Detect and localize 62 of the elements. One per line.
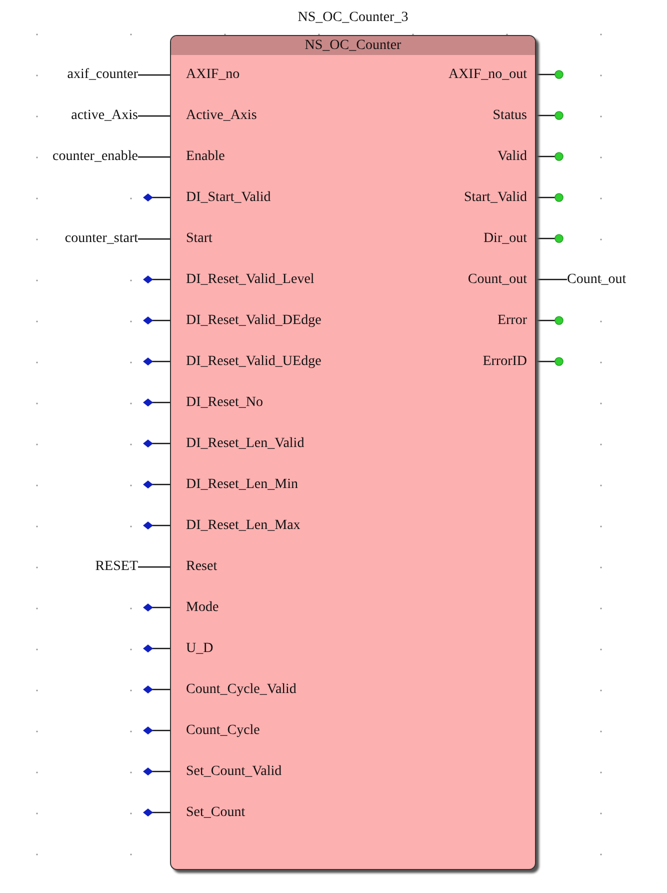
input-pin-label: Enable <box>171 148 225 166</box>
unconnected-output-wire <box>535 357 564 366</box>
input-pin-label: Start <box>171 230 212 248</box>
unconnected-input-wire <box>143 358 171 366</box>
variable-name: axif_counter <box>67 66 138 84</box>
unconnected-input-wire <box>143 726 171 734</box>
block-type-header: NS_OC_Counter <box>171 36 535 55</box>
unconnected-input-wire <box>143 276 171 284</box>
wire <box>138 238 171 240</box>
input-pin-label: Active_Axis <box>171 106 257 124</box>
input-pin-label: Mode <box>171 598 219 616</box>
input-pin-label: Count_Cycle_Valid <box>171 680 296 698</box>
wire <box>138 156 171 158</box>
unconnected-input-wire <box>143 522 171 530</box>
input-pin-label: DI_Reset_Valid_Level <box>171 270 314 288</box>
output-pin-label: Status <box>492 106 535 124</box>
unconnected-input-wire <box>143 686 171 694</box>
variable-name: RESET <box>95 558 138 576</box>
output-pin-label: AXIF_no_out <box>448 66 535 84</box>
unconnected-input-wire <box>143 194 171 202</box>
unconnected-input-wire <box>143 480 171 488</box>
input-pin-label: AXIF_no <box>171 66 240 84</box>
wire <box>138 74 171 76</box>
input-pin-label: DI_Start_Valid <box>171 188 271 206</box>
variable-name: counter_start <box>64 230 138 248</box>
unconnected-input-wire <box>143 604 171 612</box>
variable-name: Count_out <box>567 271 626 289</box>
output-pin-label: Valid <box>497 148 535 166</box>
output-pin-label: Start_Valid <box>464 188 535 206</box>
unconnected-input-wire <box>143 316 171 324</box>
unconnected-output-wire <box>535 316 564 325</box>
unconnected-input-wire <box>143 644 171 652</box>
output-pin-label: Error <box>497 312 535 330</box>
output-pin-label: Dir_out <box>483 230 535 248</box>
input-pin-label: DI_Reset_Valid_DEdge <box>171 312 322 330</box>
wire <box>138 115 171 117</box>
input-pin-label: Reset <box>171 558 218 576</box>
wire <box>138 566 171 568</box>
input-pin-label: U_D <box>171 640 214 658</box>
output-pin-label: ErrorID <box>482 352 535 370</box>
unconnected-output-wire <box>535 234 564 243</box>
input-pin-label: Set_Count_Valid <box>171 762 282 780</box>
input-pin-label: DI_Reset_Len_Min <box>171 476 298 494</box>
wire <box>535 278 567 280</box>
variable-name: counter_enable <box>52 148 138 166</box>
unconnected-input-wire <box>143 808 171 816</box>
input-pin-label: DI_Reset_No <box>171 394 263 412</box>
variable-name: active_Axis <box>71 107 138 125</box>
output-pin-label: Count_out <box>468 270 535 288</box>
unconnected-input-wire <box>143 768 171 776</box>
input-pin-label: Set_Count <box>171 804 246 822</box>
input-pin-label: DI_Reset_Len_Max <box>171 516 300 534</box>
input-pin-label: Count_Cycle <box>171 722 260 740</box>
unconnected-output-wire <box>535 152 564 161</box>
unconnected-output-wire <box>535 70 564 79</box>
input-pin-label: DI_Reset_Valid_UEdge <box>171 352 322 370</box>
instance-name: NS_OC_Counter_3 <box>296 9 410 27</box>
input-pin-label: DI_Reset_Len_Valid <box>171 434 304 452</box>
unconnected-input-wire <box>143 398 171 406</box>
unconnected-input-wire <box>143 440 171 448</box>
unconnected-output-wire <box>535 111 564 120</box>
unconnected-output-wire <box>535 193 564 202</box>
